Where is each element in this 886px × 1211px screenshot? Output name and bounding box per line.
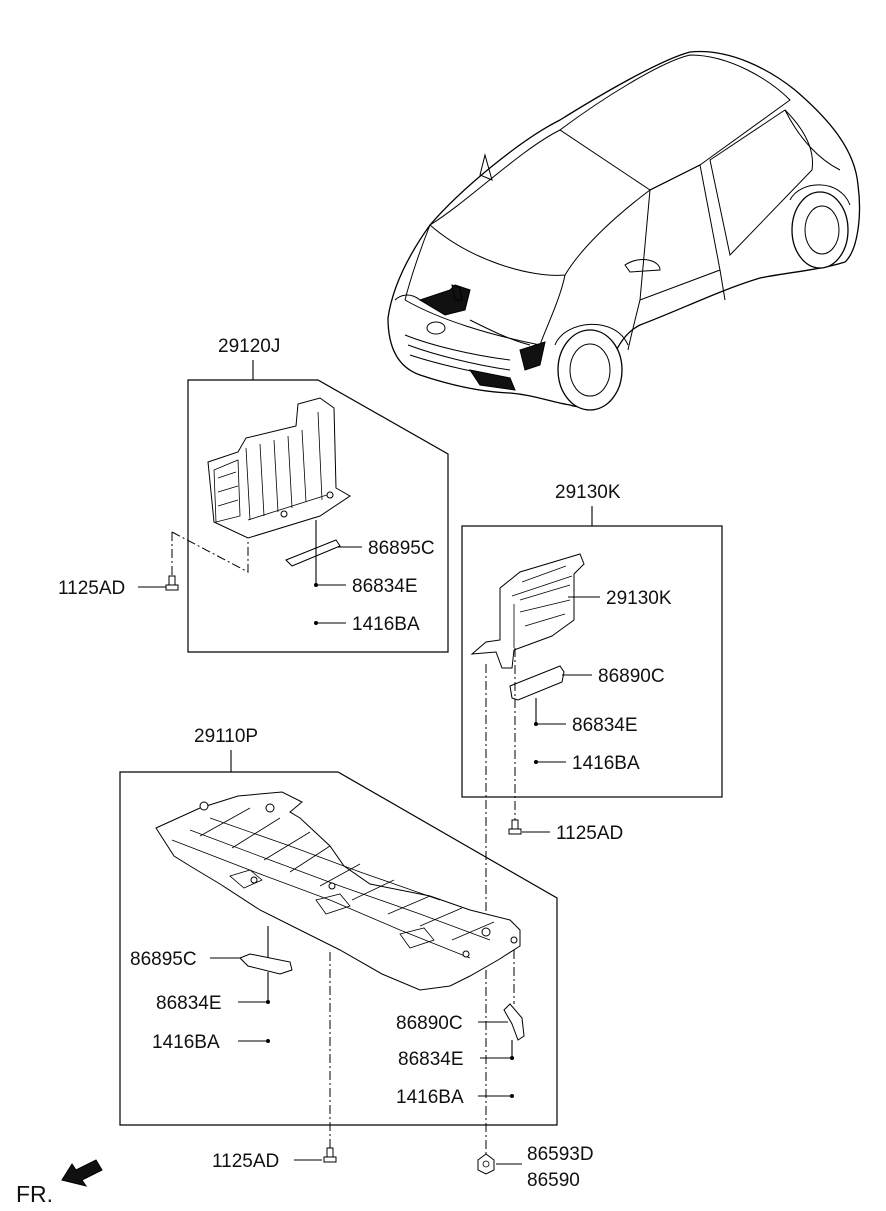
part-bracket-86895C-lower bbox=[239, 953, 293, 975]
label-b-1125AD: 1125AD bbox=[556, 823, 623, 844]
label-b-29130K: 29130K bbox=[606, 588, 672, 609]
label-b-1416BA: 1416BA bbox=[572, 753, 640, 774]
label-a-86834E: 86834E bbox=[352, 576, 418, 597]
label-c-86834E-2: 86834E bbox=[398, 1049, 464, 1070]
bolt-1125AD-bottom bbox=[323, 1147, 337, 1163]
part-bracket-86895C bbox=[285, 539, 341, 567]
group-29110P: 29110P 86895C bbox=[119, 726, 558, 1126]
label-b-86890C: 86890C bbox=[598, 666, 665, 687]
label-c-1416BA: 1416BA bbox=[152, 1032, 220, 1053]
part-bracket-86890C bbox=[509, 665, 565, 701]
part-cover-29120J bbox=[207, 397, 351, 539]
label-c-86834E: 86834E bbox=[156, 993, 222, 1014]
group-label-29120J: 29120J bbox=[218, 336, 280, 357]
label-fr: FR. bbox=[16, 1181, 53, 1207]
label-nut-86590: 86590 bbox=[527, 1170, 580, 1191]
label-a-1416BA: 1416BA bbox=[352, 614, 420, 635]
label-a-1125AD: 1125AD bbox=[58, 578, 125, 599]
vehicle-illustration bbox=[387, 50, 861, 411]
label-b-86834E: 86834E bbox=[572, 715, 638, 736]
group-frame-29130K bbox=[461, 525, 723, 798]
label-a-86895C: 86895C bbox=[368, 538, 435, 559]
label-c-86890C: 86890C bbox=[396, 1013, 463, 1034]
part-bracket-86890C-lower bbox=[503, 1003, 525, 1041]
label-c-1125AD: 1125AD bbox=[212, 1151, 279, 1172]
group-frame-29110P bbox=[119, 771, 558, 1126]
group-label-29110P: 29110P bbox=[194, 726, 258, 747]
group-29120J: 29120J 86895C 86834E 1416BA bbox=[187, 336, 449, 653]
bolt-1125AD-left bbox=[165, 575, 179, 591]
label-nut-86593D: 86593D bbox=[527, 1144, 594, 1165]
nut-86593D bbox=[477, 1153, 495, 1175]
front-direction-arrow-icon bbox=[61, 1159, 103, 1187]
part-cover-29130K bbox=[470, 553, 585, 669]
label-c-86895C: 86895C bbox=[130, 949, 197, 970]
group-label-29130K: 29130K bbox=[555, 482, 621, 503]
part-under-cover-29110P bbox=[155, 791, 521, 991]
label-c-1416BA-2: 1416BA bbox=[396, 1087, 464, 1108]
bolt-1125AD-right bbox=[508, 819, 522, 835]
group-29130K: 29130K 29130K 86890C 86834E 1416BA bbox=[461, 482, 723, 798]
group-frame-29120J bbox=[187, 379, 449, 653]
